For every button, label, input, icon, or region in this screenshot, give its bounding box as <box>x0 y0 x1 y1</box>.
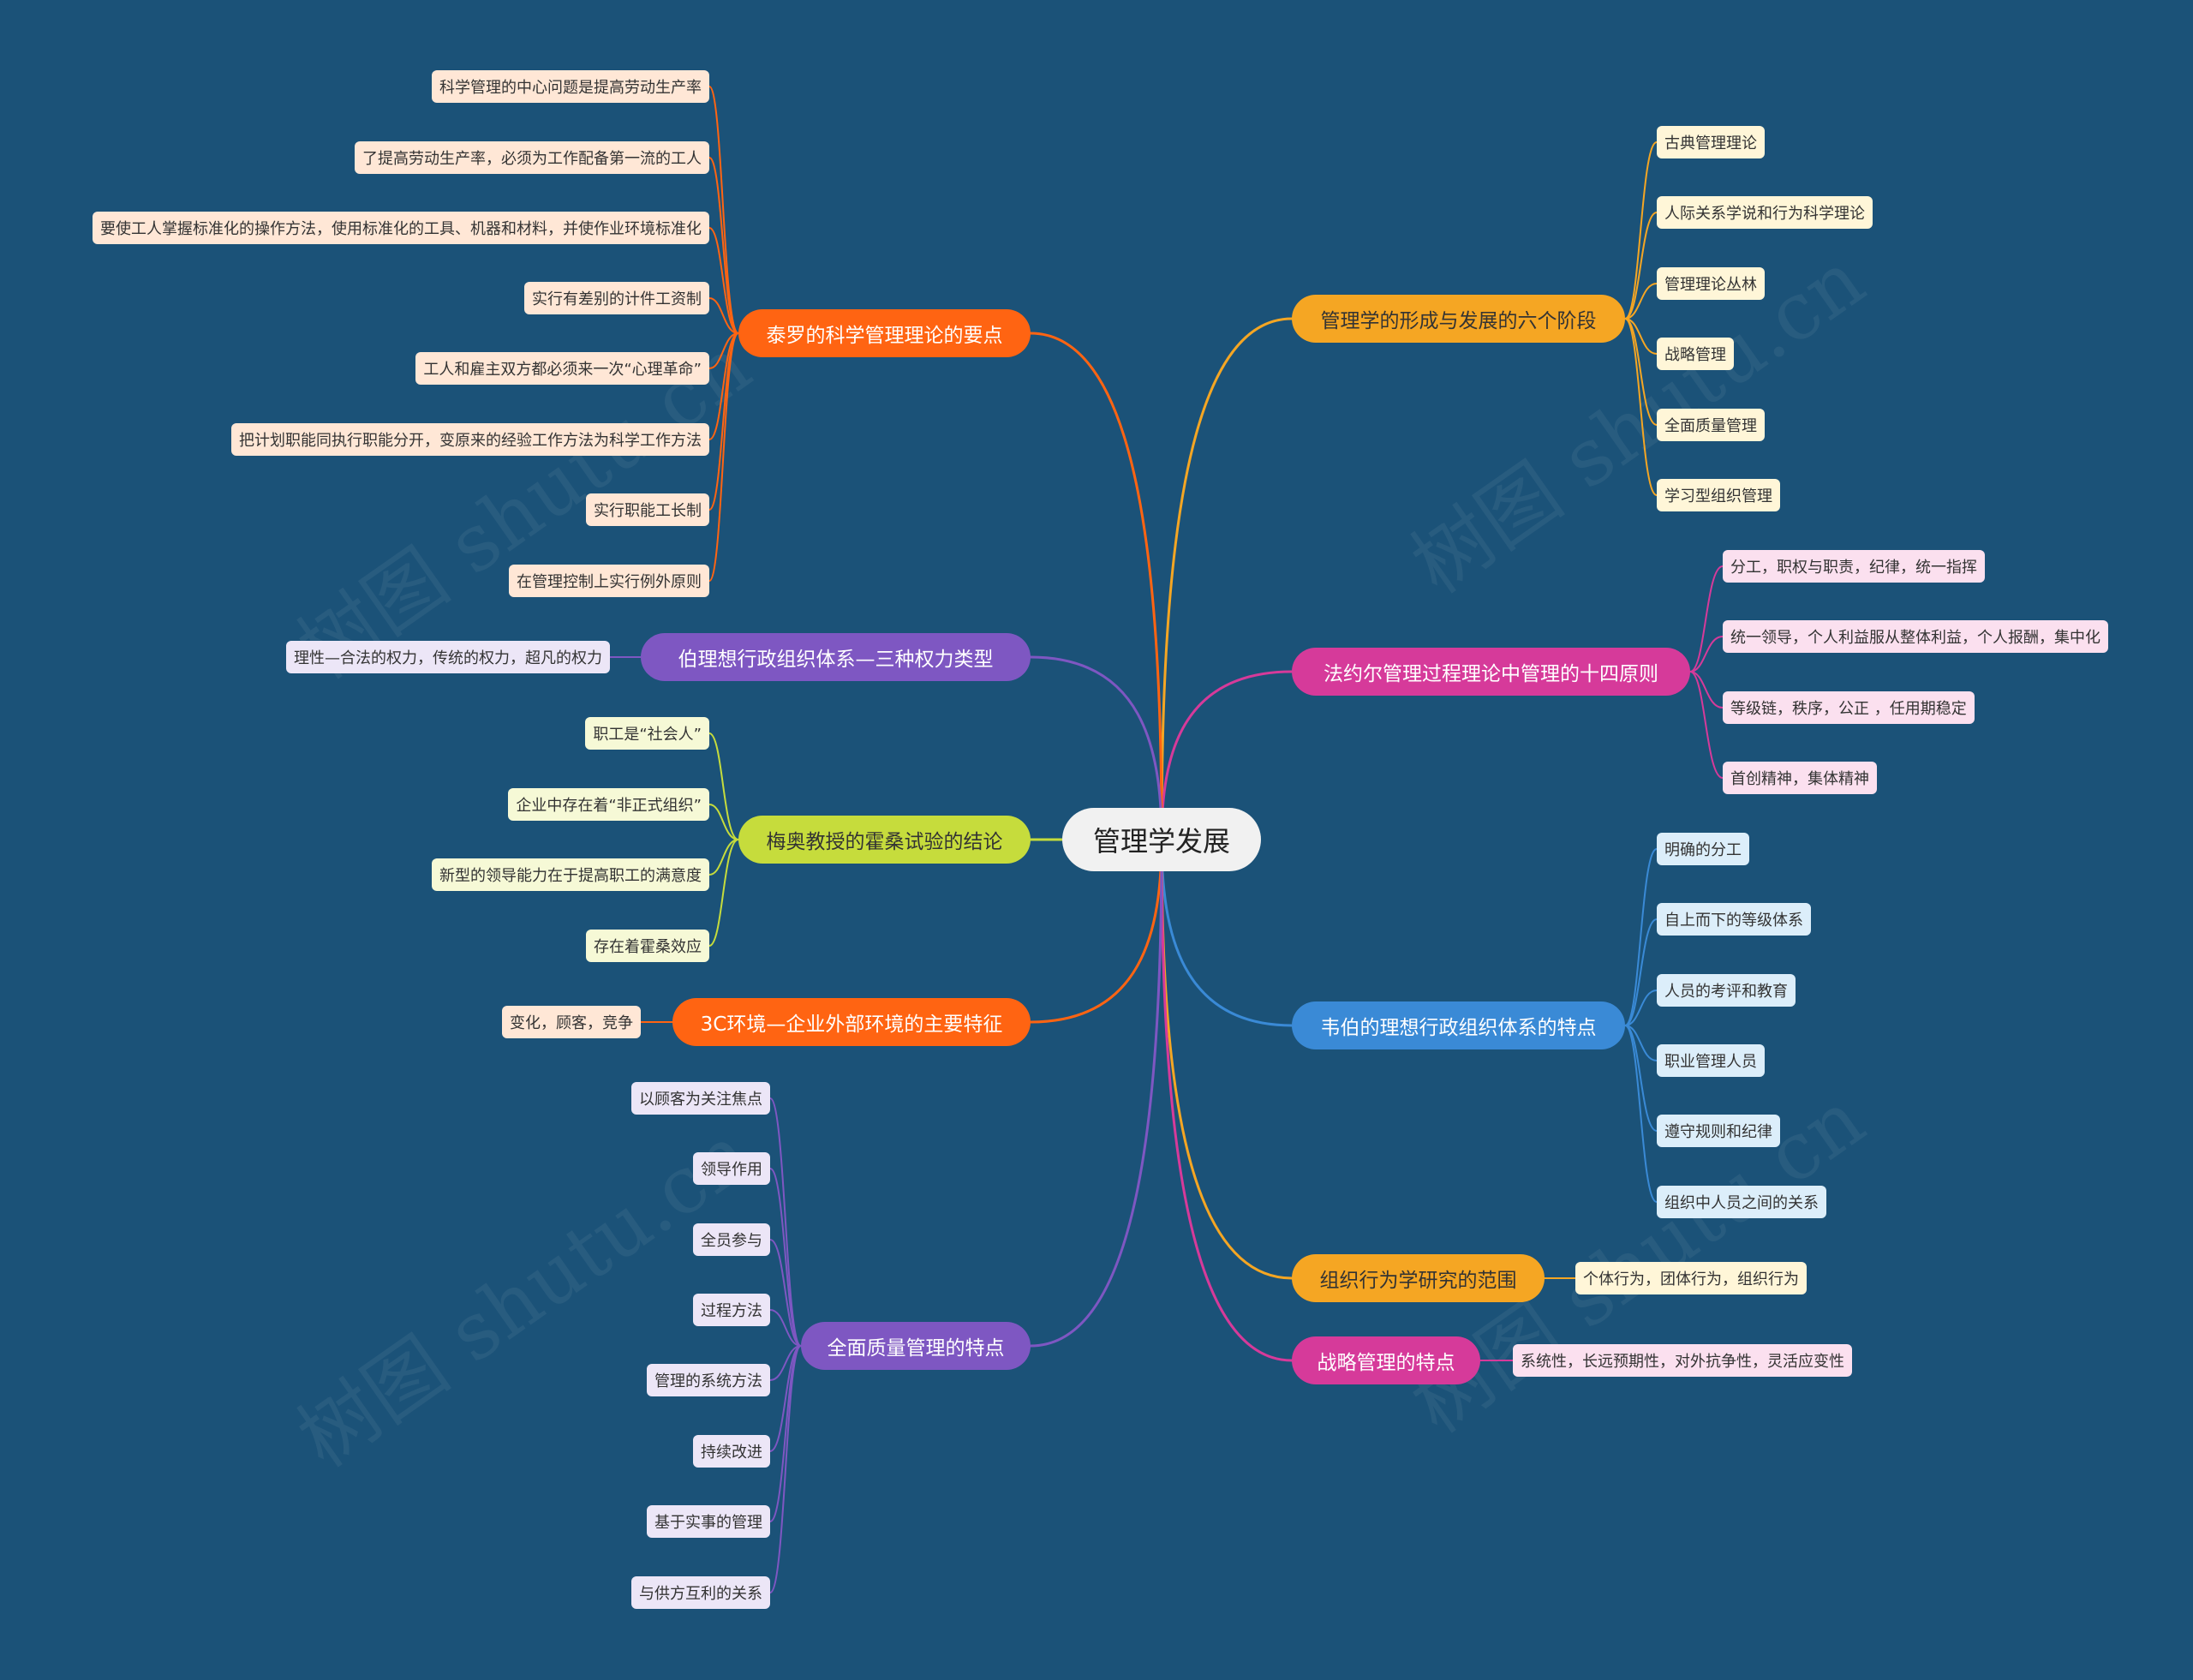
leaf-node[interactable]: 全面质量管理 <box>1657 409 1765 441</box>
leaf-node[interactable]: 古典管理理论 <box>1657 126 1765 158</box>
connector-line <box>1160 838 1294 1362</box>
leaf-node[interactable]: 组织中人员之间的关系 <box>1657 1186 1826 1218</box>
branch-node[interactable]: 战略管理的特点 <box>1292 1336 1480 1384</box>
leaf-node[interactable]: 职业管理人员 <box>1657 1044 1765 1077</box>
central-topic[interactable]: 管理学发展 <box>1062 808 1261 871</box>
leaf-node[interactable]: 科学管理的中心问题是提高劳动生产率 <box>432 70 709 103</box>
connector-line <box>1624 318 1658 355</box>
leaf-node[interactable]: 遵守规则和纪律 <box>1657 1115 1780 1147</box>
connector-line <box>708 839 739 947</box>
leaf-node[interactable]: 自上而下的等级体系 <box>1657 903 1811 936</box>
connector-line <box>708 732 739 840</box>
leaf-node[interactable]: 在管理控制上实行例外原则 <box>509 565 709 597</box>
connector-line <box>708 157 739 334</box>
leaf-node[interactable]: 人际关系学说和行为科学理论 <box>1657 196 1873 229</box>
connector-line <box>1689 636 1724 673</box>
connector-line <box>1624 848 1658 1026</box>
connector-line <box>1624 212 1658 320</box>
connector-line <box>769 1345 802 1593</box>
leaf-node[interactable]: 全员参与 <box>693 1223 770 1256</box>
connector-line <box>708 227 739 334</box>
connector-line <box>1029 655 1163 841</box>
connector-line <box>769 1345 802 1381</box>
connector-line <box>1689 671 1724 708</box>
leaf-node[interactable]: 工人和雇主双方都必须来一次“心理革命” <box>415 352 709 385</box>
branch-node[interactable]: 全面质量管理的特点 <box>801 1322 1031 1370</box>
connector-line <box>1624 141 1658 320</box>
leaf-node[interactable]: 实行职能工长制 <box>586 493 709 526</box>
connector-line <box>1624 1025 1658 1132</box>
connector-line <box>1160 317 1294 841</box>
branch-node[interactable]: 管理学的形成与发展的六个阶段 <box>1292 295 1625 343</box>
leaf-node[interactable]: 系统性，长远预期性，对外抗争性，灵活应变性 <box>1513 1344 1852 1377</box>
leaf-node[interactable]: 战略管理 <box>1657 338 1734 370</box>
connector-line <box>1624 989 1658 1026</box>
connector-line <box>1029 332 1163 841</box>
connector-line <box>769 1239 802 1347</box>
leaf-node[interactable]: 过程方法 <box>693 1294 770 1326</box>
leaf-node[interactable]: 分工，职权与职责，纪律，统一指挥 <box>1723 550 1985 583</box>
leaf-node[interactable]: 理性—合法的权力，传统的权力，超凡的权力 <box>286 641 610 673</box>
connector-line <box>1029 838 1163 1348</box>
connector-line <box>1624 918 1658 1026</box>
leaf-node[interactable]: 人员的考评和教育 <box>1657 974 1796 1007</box>
leaf-node[interactable]: 明确的分工 <box>1657 833 1749 865</box>
leaf-node[interactable]: 职工是“社会人” <box>585 717 709 750</box>
connector-line <box>769 1097 802 1347</box>
leaf-node[interactable]: 存在着霍桑效应 <box>586 930 709 962</box>
connector-line <box>708 86 739 334</box>
connector-line <box>708 332 739 582</box>
connector-line <box>708 839 739 876</box>
connector-line <box>1624 1025 1658 1203</box>
connector-line <box>708 332 739 369</box>
connector-line <box>1689 565 1724 673</box>
leaf-node[interactable]: 学习型组织管理 <box>1657 479 1780 511</box>
leaf-node[interactable]: 持续改进 <box>693 1435 770 1468</box>
leaf-node[interactable]: 了提高劳动生产率，必须为工作配备第一流的工人 <box>355 141 709 174</box>
leaf-node[interactable]: 与供方互利的关系 <box>631 1576 770 1609</box>
connector-line <box>1624 318 1658 496</box>
connector-line <box>708 297 739 334</box>
connector-line <box>1624 1025 1658 1061</box>
leaf-node[interactable]: 管理理论丛林 <box>1657 267 1765 300</box>
leaf-node[interactable]: 管理的系统方法 <box>647 1364 770 1396</box>
connector-line <box>1624 283 1658 320</box>
leaf-node[interactable]: 首创精神，集体精神 <box>1723 762 1877 794</box>
connector-line <box>1160 838 1294 1280</box>
leaf-node[interactable]: 基于实事的管理 <box>647 1505 770 1538</box>
leaf-node[interactable]: 个体行为，团体行为，组织行为 <box>1575 1262 1807 1294</box>
leaf-node[interactable]: 实行有差别的计件工资制 <box>524 282 709 314</box>
leaf-node[interactable]: 变化，顾客，竞争 <box>502 1006 641 1038</box>
connector-line <box>708 804 739 840</box>
leaf-node[interactable]: 企业中存在着“非正式组织” <box>508 788 709 821</box>
connector-line <box>769 1345 802 1452</box>
branch-node[interactable]: 法约尔管理过程理论中管理的十四原则 <box>1292 648 1690 696</box>
connector-line <box>769 1168 802 1347</box>
branch-node[interactable]: 伯理想行政组织体系—三种权力类型 <box>641 633 1031 681</box>
connector-line <box>769 1345 802 1522</box>
leaf-node[interactable]: 以顾客为关注焦点 <box>631 1082 770 1115</box>
connector-line <box>708 332 739 511</box>
branch-node[interactable]: 组织行为学研究的范围 <box>1292 1254 1545 1302</box>
connector-line <box>769 1309 802 1347</box>
connector-line <box>708 332 739 440</box>
leaf-node[interactable]: 把计划职能同执行职能分开，变原来的经验工作方法为科学工作方法 <box>231 423 709 456</box>
branch-node[interactable]: 梅奥教授的霍桑试验的结论 <box>738 816 1031 864</box>
connector-line <box>1160 670 1294 841</box>
leaf-node[interactable]: 领导作用 <box>693 1152 770 1185</box>
connector-line <box>1689 671 1724 779</box>
leaf-node[interactable]: 等级链，秩序，公正 ，任用期稳定 <box>1723 691 1975 724</box>
leaf-node[interactable]: 新型的领导能力在于提高职工的满意度 <box>432 858 709 891</box>
branch-node[interactable]: 3C环境—企业外部环境的主要特征 <box>672 998 1031 1046</box>
leaf-node[interactable]: 统一领导，个人利益服从整体利益，个人报酬，集中化 <box>1723 620 2108 653</box>
leaf-node[interactable]: 要使工人掌握标准化的操作方法，使用标准化的工具、机器和材料，并使作业环境标准化 <box>93 212 709 244</box>
branch-node[interactable]: 泰罗的科学管理理论的要点 <box>738 309 1031 357</box>
branch-node[interactable]: 韦伯的理想行政组织体系的特点 <box>1292 1001 1625 1049</box>
connector-line <box>1624 318 1658 426</box>
